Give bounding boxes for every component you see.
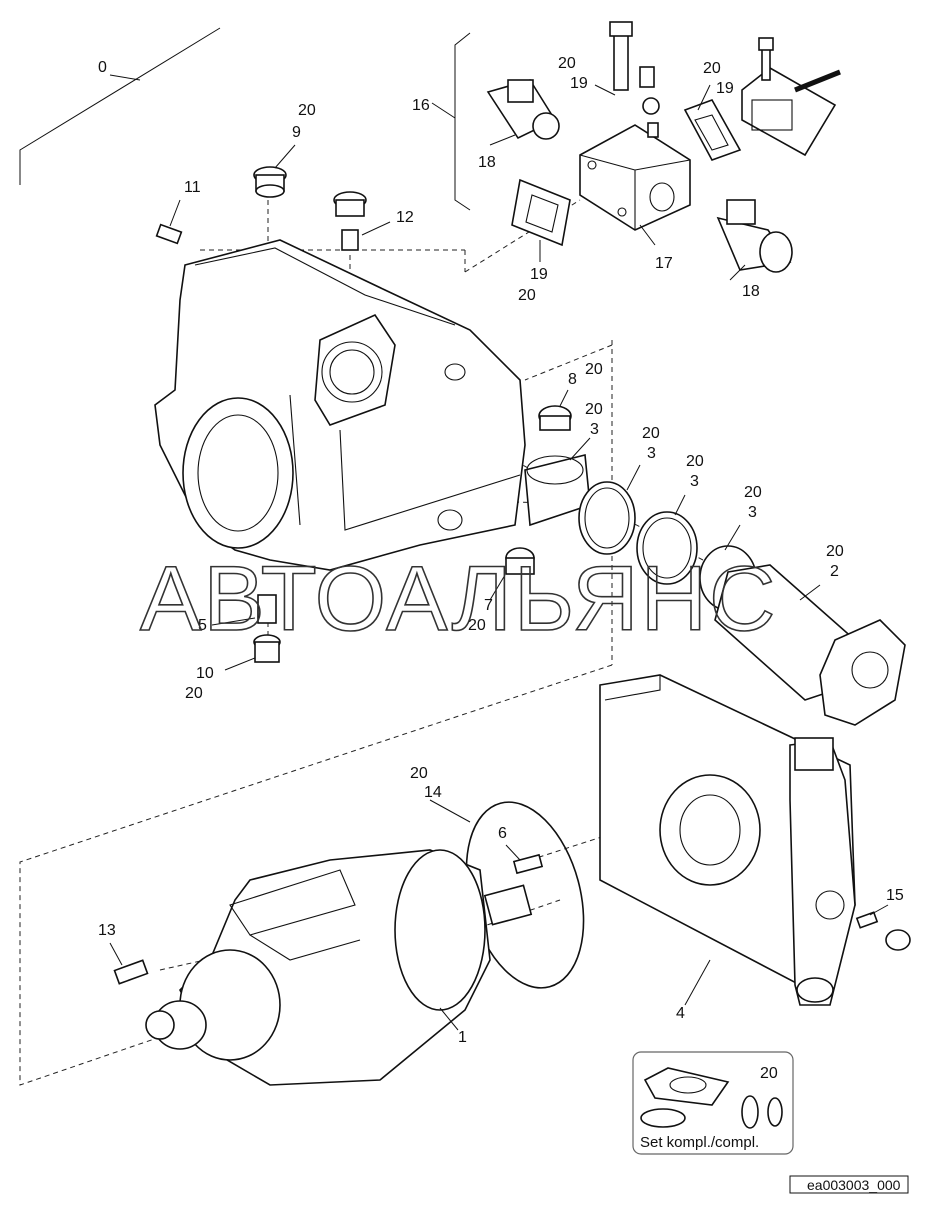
callout-15: 15 [886, 887, 904, 904]
callout-20: 20 [468, 617, 486, 634]
callout-labels: 0 20 9 11 12 16 20 19 20 19 18 19 20 17 … [98, 55, 904, 1046]
callout-3: 3 [590, 421, 599, 438]
drawing-code-text: ea003003_000 [807, 1177, 901, 1193]
callout-20: 20 [826, 543, 844, 560]
callout-19: 19 [530, 266, 548, 283]
short-bolt [758, 37, 774, 81]
callout-20: 20 [703, 60, 721, 77]
pin-6 [512, 853, 544, 875]
ring-2 [636, 511, 698, 585]
callout-11: 11 [184, 179, 201, 196]
callout-7: 7 [484, 597, 493, 614]
callout-0: 0 [98, 59, 107, 76]
callout-20: 20 [558, 55, 576, 72]
pin-11 [155, 223, 183, 245]
solenoid-lower [716, 199, 793, 273]
callout-6: 6 [498, 825, 507, 842]
seal-kit-box: 20 Set kompl./compl. [632, 1051, 794, 1155]
control-piston [714, 564, 906, 726]
port-plate [599, 674, 856, 1006]
pump-housing [154, 239, 526, 571]
callout-3: 3 [690, 473, 699, 490]
solenoid-upper [486, 79, 560, 140]
callout-1: 1 [458, 1029, 467, 1046]
plug-10 [253, 634, 281, 663]
callout-4: 4 [676, 1005, 685, 1022]
callout-5: 5 [198, 617, 207, 634]
seal-kit-label: Set kompl./compl. [640, 1134, 759, 1151]
gasket-upper-right [683, 99, 742, 161]
callout-8: 8 [568, 371, 577, 388]
callout-20: 20 [642, 425, 660, 442]
leader-lines [109, 84, 889, 1031]
side-bolt [794, 69, 841, 93]
callout-20: 20 [518, 287, 536, 304]
plug-8 [538, 405, 572, 431]
callout-3: 3 [748, 504, 757, 521]
seal-kit-number: 20 [760, 1065, 778, 1082]
callout-20: 20 [585, 401, 603, 418]
callout-20: 20 [686, 453, 704, 470]
plug-12 [333, 191, 367, 251]
callout-17: 17 [655, 255, 673, 272]
callout-9: 9 [292, 124, 301, 141]
plug-7 [505, 547, 535, 575]
ring-1 [578, 481, 636, 555]
callout-2: 2 [830, 563, 839, 580]
valve-block [579, 124, 691, 231]
callout-20: 20 [585, 361, 603, 378]
callout-20: 20 [410, 765, 428, 782]
screw-15 [855, 911, 911, 951]
callout-13: 13 [98, 922, 116, 939]
callout-20: 20 [185, 685, 203, 702]
callout-10: 10 [196, 665, 214, 682]
callout-16: 16 [412, 97, 430, 114]
callout-12: 12 [396, 209, 414, 226]
callout-18: 18 [742, 283, 760, 300]
callout-20: 20 [298, 102, 316, 119]
callout-3: 3 [647, 445, 656, 462]
assembly-bracket [19, 27, 221, 185]
callout-14: 14 [424, 784, 442, 801]
valve-group-bracket [431, 32, 471, 211]
pin-5 [257, 594, 277, 624]
drawing-code: ea003003_000 [789, 1175, 909, 1194]
gasket-lower-left [511, 178, 571, 247]
callout-19: 19 [716, 80, 734, 97]
callout-20: 20 [744, 484, 762, 501]
callout-18: 18 [478, 154, 496, 171]
plug-9 [253, 166, 287, 198]
small-plug [639, 66, 660, 138]
watermark: АВТОАЛЬЯНС [140, 548, 778, 650]
pin-13 [113, 959, 149, 985]
long-screw [609, 21, 633, 91]
callout-19: 19 [570, 75, 588, 92]
rotary-group [145, 849, 533, 1086]
